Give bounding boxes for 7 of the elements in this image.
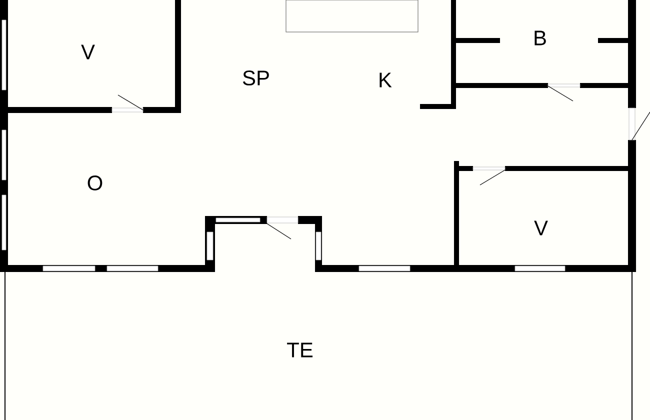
room-label: TE [287,342,313,358]
room-label: K [380,72,392,88]
room-label: B [534,30,546,46]
room-label: V [81,44,95,60]
room-label: V [534,220,548,236]
room-label: SP [242,70,269,86]
room-label: O [88,176,102,190]
